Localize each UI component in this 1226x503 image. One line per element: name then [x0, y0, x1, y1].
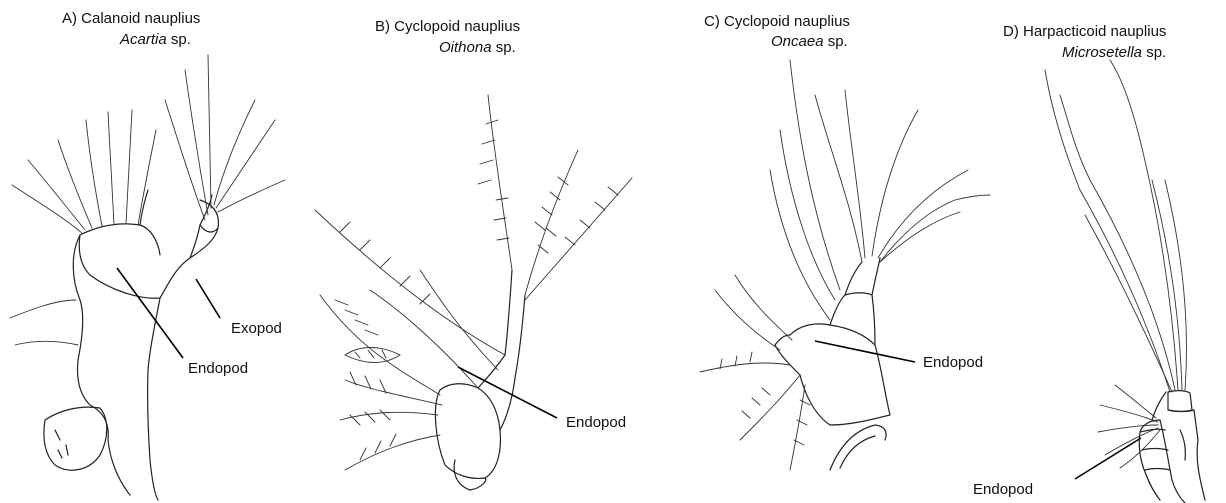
panel-a-genus: Acartia	[119, 31, 167, 48]
panel-b-endopod-pointer	[458, 367, 557, 418]
panel-c-species: Oncaea sp.	[771, 33, 848, 50]
panel-d-sp: sp.	[1142, 44, 1166, 61]
panel-c-sp: sp.	[824, 33, 848, 50]
panel-a-endopod-label: Endopod	[188, 360, 248, 377]
panel-d-genus: Microsetella	[1062, 44, 1142, 61]
panel-a-exopod-label: Exopod	[231, 320, 282, 337]
panel-a-title: A) Calanoid nauplius	[62, 10, 200, 27]
panel-a-species: Acartia sp.	[119, 31, 191, 48]
panel-a-sp: sp.	[167, 31, 191, 48]
panel-c-endopod-label: Endopod	[923, 354, 983, 371]
panel-b-genus: Oithona	[439, 39, 492, 56]
panel-d-endopod-label: Endopod	[973, 481, 1033, 498]
panel-c-title: C) Cyclopoid nauplius	[704, 13, 850, 30]
panel-a-exopod-pointer	[196, 279, 220, 318]
panel-b-endopod-label: Endopod	[566, 414, 626, 431]
panel-a: A) Calanoid nauplius Acartia sp.	[10, 10, 285, 500]
panel-b-species: Oithona sp.	[439, 39, 516, 56]
panel-b: B) Cyclopoid nauplius Oithona sp.	[315, 18, 632, 490]
panel-d-endopod-pointer	[1075, 438, 1141, 479]
panel-d-title: D) Harpacticoid nauplius	[1003, 23, 1166, 40]
panel-a-endopod-pointer	[117, 268, 183, 358]
panel-c-genus: Oncaea	[771, 33, 824, 50]
panel-d-drawing	[1045, 60, 1205, 503]
panel-d: D) Harpacticoid nauplius Microsetella sp…	[973, 23, 1205, 503]
panel-a-drawing	[10, 55, 285, 500]
panel-c: C) Cyclopoid nauplius Oncaea sp.	[700, 13, 990, 470]
panel-c-endopod-pointer	[815, 341, 915, 362]
panel-c-drawing	[700, 60, 990, 470]
panel-b-sp: sp.	[492, 39, 516, 56]
panel-d-species: Microsetella sp.	[1062, 44, 1166, 61]
panel-b-title: B) Cyclopoid nauplius	[375, 18, 520, 35]
